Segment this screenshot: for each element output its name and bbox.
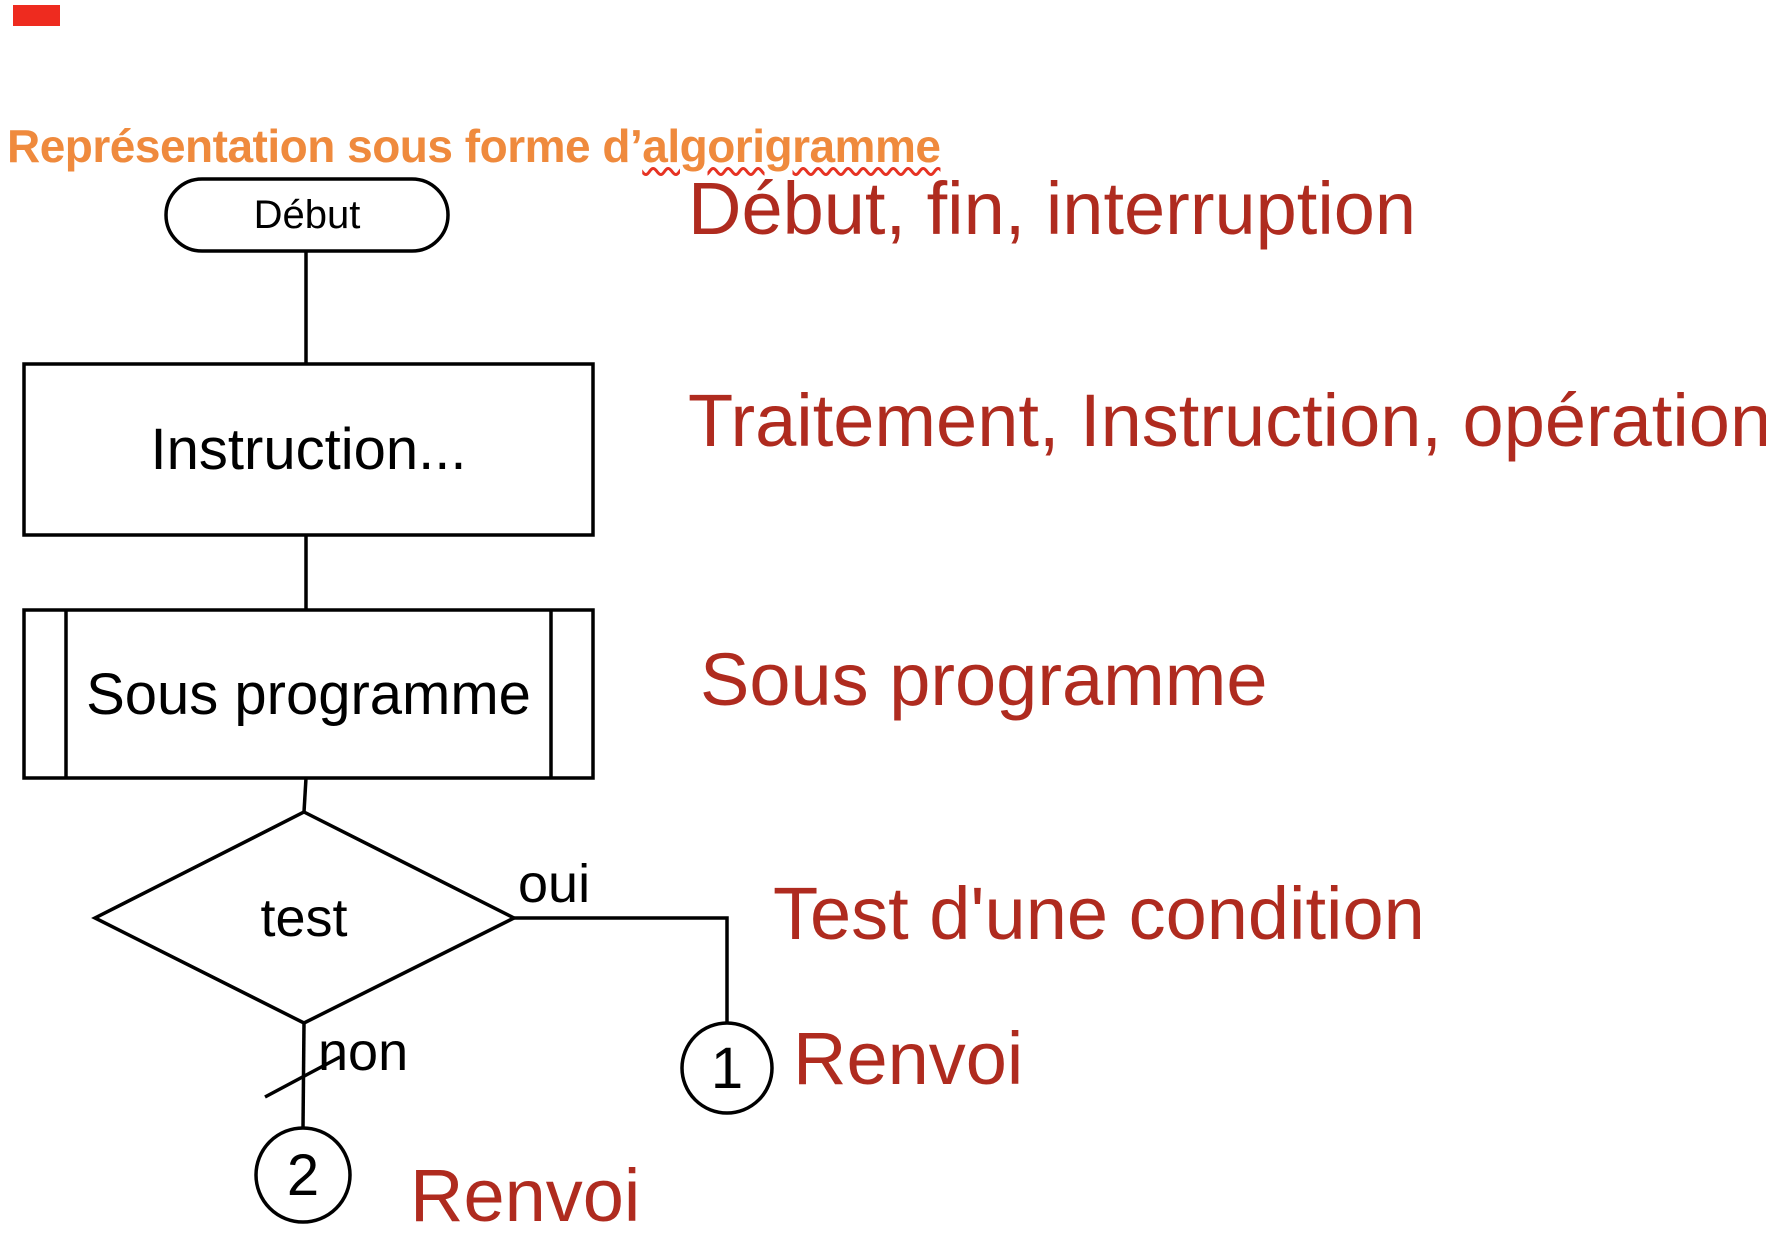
connector-2-circle <box>254 1126 352 1224</box>
legend-connector-1: Renvoi <box>793 1017 1024 1100</box>
branch-yes-label: oui <box>518 854 591 914</box>
subroutine-node-label: Sous programme <box>86 661 531 727</box>
legend-process: Traitement, Instruction, opération... <box>688 379 1766 462</box>
legend-connector-2: Renvoi <box>410 1154 641 1236</box>
flow-line-subroutine-decision <box>302 777 308 813</box>
connector-1-circle <box>680 1021 774 1115</box>
subroutine-rectangle-shape <box>22 608 595 780</box>
start-node-label: Début <box>253 192 361 237</box>
page-title-underlined-word: algorigramme <box>642 119 941 172</box>
connector-2-label: 2 <box>286 1142 320 1208</box>
process-rectangle-shape <box>22 362 595 537</box>
page-title: Représentation sous forme d’algorigramme <box>7 119 941 173</box>
legend-decision: Test d'une condition <box>773 872 1425 955</box>
legend-terminator: Début, fin, interruption <box>688 167 1417 250</box>
branch-no-label: non <box>318 1022 409 1082</box>
decision-node-label: test <box>260 888 348 948</box>
non-branch-slash <box>264 1055 341 1099</box>
corner-accent-bar <box>13 5 60 26</box>
legend-subroutine: Sous programme <box>700 638 1268 721</box>
process-node-label: Instruction... <box>150 417 467 482</box>
connector-1-label: 1 <box>710 1035 744 1101</box>
flow-line-oui-branch <box>514 916 729 1023</box>
page-title-prefix: Représentation sous forme d’ <box>7 119 643 172</box>
